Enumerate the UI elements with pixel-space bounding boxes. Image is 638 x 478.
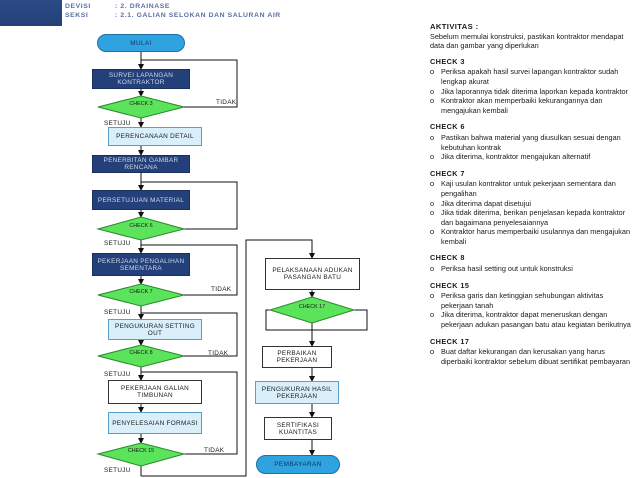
setuju-label-5: SETUJU [104,467,131,474]
activity-section-title: CHECK 15 [430,280,470,290]
check-7-label: CHECK 7 [129,289,153,295]
setuju-label-4: SETUJU [104,371,131,378]
check-8-label: CHECK 8 [129,350,153,356]
activity-item-text: Periksa garis dan ketinggian sehubungan … [441,291,604,310]
activity-title: AKTIVITAS : [430,22,479,31]
pekerjaan-galian-box: PEKERJAAN GALIAN TIMBUNAN [108,380,202,404]
penyelesaian-formasi-box: PENYELESAIAN FORMASI [108,412,202,434]
activity-item-text: Jika diterima, kontraktor dapat menerusk… [441,310,631,330]
bullet-icon: o [430,291,435,301]
activity-item: o Kontraktor harus memperbaiki usulannya … [430,227,635,246]
tidak-label-3: TIDAK [208,350,229,357]
pengukuran-setting-out-box: PENGUKURAN SETTING OUT [108,319,202,340]
setuju-label-2: SETUJU [104,240,131,247]
devisi-label: DEVISI [65,3,91,10]
activity-item-text: Jika laporannya tidak diterima laporkan … [441,86,628,96]
activity-item: o Kaji usulan kontraktor untuk pekerjaan … [430,179,635,198]
activity-item-text: Periksa apakah hasil survei lapangan kon… [441,67,619,86]
activity-item: o Jika laporannya tidak diterima laporkan… [430,87,635,97]
penerbitan-gambar-box: PENERBITAN GAMBAR RENCANA [92,155,190,173]
bullet-icon: o [430,198,435,208]
perbaikan-pekerjaan-box: PERBAIKAN PEKERJAAN [262,346,332,368]
bullet-icon: o [430,310,435,320]
bullet-icon: o [430,152,435,162]
persetujuan-material-box: PERSETUJUAN MATERIAL [92,190,190,210]
activity-item-text: Buat daftar kekurangan dan kerusakan yan… [441,347,631,366]
check-7-diamond [97,283,185,307]
activity-item-text: Periksa hasil setting out untuk konstruk… [441,264,573,274]
check-17-label: CHECK 17 [298,304,326,310]
activity-section-title: CHECK 8 [430,253,465,263]
activity-panel: AKTIVITAS : Sebelum memulai konstruksi, … [430,22,635,373]
activity-intro: Sebelum memulai konstruksi, pastikan kon… [430,31,624,51]
activity-item: o Jika diterima, kontraktor mengajukan al… [430,152,635,162]
activity-item: o Periksa garis dan ketinggian sehubungan… [430,291,635,310]
activity-section-title: CHECK 7 [430,168,465,178]
bullet-icon: o [430,227,435,237]
pelaksanaan-adukan-box: PELAKSANAAN ADUKAN PASANGAN BATU [265,258,360,290]
setuju-label-3: SETUJU [104,309,131,316]
bullet-icon: o [430,347,435,357]
activity-item: o Kontraktor akan memperbaiki kekurangann… [430,96,635,115]
bullet-icon: o [430,86,435,96]
seksi-label: SEKSI [65,12,89,19]
bullet-icon: o [430,132,435,142]
bullet-icon: o [430,67,435,77]
check-15-label: CHECK 15 [127,448,155,454]
tidak-label-2: TIDAK [211,286,232,293]
check-6-diamond [96,216,186,241]
activity-item: o Jika diterima dapat disetujui [430,199,635,209]
activity-item-text: Jika tidak diterima, berikan penjelasan … [441,208,626,227]
bullet-icon: o [430,264,435,274]
tidak-label-4: TIDAK [204,447,225,454]
devisi-value: : 2. DRAINASE [115,3,171,10]
activity-item: o Buat daftar kekurangan dan kerusakan ya… [430,347,635,366]
flowchart-connectors [96,52,368,477]
seksi-value: : 2.1. GALIAN SELOKAN DAN SALURAN AIR [115,12,281,19]
activity-item-text: Pastikan bahwa material yang diusulkan s… [441,132,621,152]
setuju-label-1: SETUJU [104,120,131,127]
activity-item: o Pastikan bahwa material yang diusulkan … [430,133,635,152]
sertifikasi-kuantitas-box: SERTIFIKASI KUANTITAS [264,417,332,440]
activity-item: o Jika tidak diterima, berikan penjelasan… [430,208,635,227]
check-3-label: CHECK 3 [129,101,153,107]
check-8-diamond [97,344,185,368]
bullet-icon: o [430,96,435,106]
check-17-diamond [268,296,356,324]
header-accent-bar [0,0,62,26]
bullet-icon: o [430,179,435,189]
document-header: DEVISI : 2. DRAINASE SEKSI : 2.1. GALIAN S… [65,2,281,20]
activity-section-title: CHECK 6 [430,122,465,132]
check-3-diamond [97,95,185,119]
bullet-icon: o [430,208,435,218]
activity-item-text: Kontraktor harus memperbaiki usulannya d… [441,227,631,246]
perencanaan-detail-box: PERENCANAAN DETAIL [108,127,202,146]
tidak-label-1: TIDAK [216,99,237,106]
check-15-diamond [96,442,186,467]
survei-lapangan-box: SURVEI LAPANGAN KONTRAKTOR [92,69,190,89]
activity-section-title: CHECK 3 [430,56,465,66]
activity-item-text: Jika diterima dapat disetujui [441,198,532,208]
activity-section-title: CHECK 17 [430,336,470,346]
activity-item: o Jika diterima, kontraktor dapat menerus… [430,310,635,329]
pengukuran-hasil-box: PENGUKURAN HASIL PEKERJAAN [255,381,339,404]
activity-item: o Periksa apakah hasil survei lapangan ko… [430,67,635,86]
activity-item-text: Kaji usulan kontraktor untuk pekerjaan s… [441,179,616,198]
pekerjaan-pengalihan-box: PEKERJAAN PENGALIHAN SEMENTARA [92,253,190,276]
activity-item: o Periksa hasil setting out untuk konstru… [430,264,635,274]
pembayaran-terminal: PEMBAYARAN [256,455,340,474]
check-6-label: CHECK 6 [129,223,153,229]
activity-item-text: Jika diterima, kontraktor mengajukan alt… [441,152,591,162]
activity-item-text: Kontraktor akan memperbaiki kekuranganny… [441,96,603,115]
mulai-terminal: MULAI [97,34,185,52]
